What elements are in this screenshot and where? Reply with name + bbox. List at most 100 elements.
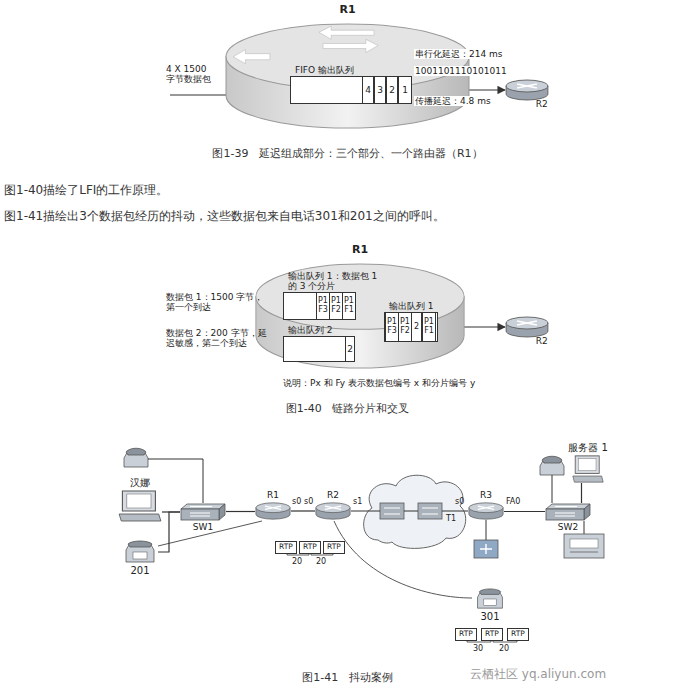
rtp-packet: RTP	[507, 628, 529, 641]
body-text: 图1-41描绘出3个数据包经历的抖动，这些数据包来自电话301和201之间的呼叫…	[4, 210, 445, 224]
pc-symbol	[572, 455, 604, 483]
queue-cell: 2	[386, 76, 398, 104]
rtp-packet: RTP	[481, 628, 503, 641]
cell-text: P1 F1	[343, 297, 355, 315]
queue-cell: P1 F2	[398, 312, 412, 342]
queue-cell: 4	[362, 76, 374, 104]
interface-label: s0	[455, 497, 464, 506]
connector	[291, 510, 315, 511]
router-icon: R2	[505, 316, 549, 338]
interface-label: FA0	[506, 497, 520, 506]
queue-box: 输出队列 22	[283, 336, 355, 362]
figure-caption: 图1-39 延迟组成部分：三个部分、一个路由器（R1）	[0, 148, 695, 161]
device-label: R2	[536, 336, 548, 346]
cell-text: 2	[389, 85, 395, 95]
packet-note: 数据包 2：200 字节，延迟敏感，第二个到达	[166, 328, 268, 349]
switch-icon: SW2	[545, 503, 591, 521]
router-symbol	[505, 316, 549, 338]
device-label: R2	[327, 490, 339, 500]
delay-note: 串行化延迟：214 ms	[414, 49, 504, 59]
cell-text: 2	[414, 323, 419, 332]
router-body: R1输出队列 1：数据包 1 的 3 个分片P1 F3P1 F2P1 F1输出队…	[255, 258, 465, 370]
delay-note: 传播延迟：4.8 ms	[414, 96, 492, 106]
phone-top-right	[540, 456, 564, 503]
input-note: 4 X 1500 字节数据包	[166, 64, 212, 85]
pc-icon: 服务器 1	[572, 455, 604, 483]
queue-box: 输出队列 1：数据包 1 的 3 个分片P1 F3P1 F2P1 F1	[283, 292, 355, 320]
router-symbol	[315, 502, 351, 520]
delay-value: 20	[316, 557, 326, 566]
queue-cell: 1	[398, 76, 412, 104]
watermark: 云栖社区 yq.aliyun.com	[470, 668, 606, 682]
device-label: R2	[536, 99, 548, 109]
call-path	[158, 521, 472, 598]
device-label: 301	[480, 611, 499, 622]
queue-cell: 2	[345, 336, 355, 362]
router-icon: R1	[255, 502, 291, 520]
phone-symbol	[122, 540, 158, 564]
legend-note: 说明：Px 和 Fy 表示数据包编号 x 和分片编号 y	[283, 378, 475, 388]
cell-text: P1 F3	[317, 297, 329, 315]
heading-label: R1	[339, 4, 355, 16]
device-label: 服务器 1	[568, 442, 608, 453]
heading-label: 输出队列 1	[389, 301, 434, 311]
cell-text: P1 F2	[399, 318, 411, 336]
delay-value: 20	[292, 557, 302, 566]
pc-symbol	[118, 490, 162, 522]
queue-cell: P1 F3	[316, 292, 330, 320]
heading-label: 输出队列 1：数据包 1 的 3 个分片	[288, 271, 380, 291]
switch-symbol	[545, 503, 591, 521]
cell-text: 3	[377, 85, 383, 95]
cell-text: RTP	[485, 630, 499, 638]
cell-text: RTP	[511, 630, 525, 638]
cell-text: RTP	[459, 630, 473, 638]
switch-symbol	[180, 503, 226, 521]
body-text: 图1-40描绘了LFI的工作原理。	[4, 184, 168, 198]
device-label: SW1	[193, 522, 213, 532]
rtp-packet: RTP	[455, 628, 477, 641]
cell-text: 4	[365, 85, 371, 95]
router-icon: R2	[505, 79, 549, 101]
cell-text: P1 F1	[423, 318, 435, 336]
voice-gateway	[474, 520, 498, 558]
phone-icon: 301	[474, 588, 506, 610]
packet-note: 数据包 1：1500 字节，第一个到达	[166, 292, 268, 313]
device-label: 汉娜	[130, 477, 150, 488]
phone-icon: 201	[122, 540, 158, 564]
router-icon: R2	[315, 502, 351, 520]
queue-cell: P1 F3	[385, 312, 399, 342]
cell-text: P1 F2	[330, 297, 342, 315]
rtp-packet: RTP	[299, 541, 321, 554]
device-label: R3	[480, 490, 492, 500]
delay-brackets	[287, 552, 517, 642]
frame-relay-cloud	[351, 475, 468, 548]
queue-cell: P1 F1	[342, 292, 356, 320]
queue-cell: 3	[374, 76, 386, 104]
interface-label: s0	[304, 497, 313, 506]
connector	[581, 483, 582, 503]
figure-caption: 图1-40 链路分片和交叉	[0, 403, 695, 416]
cell-text: 2	[347, 344, 353, 354]
cell-text: RTP	[303, 543, 317, 551]
cell-text: P1 F3	[386, 318, 398, 336]
router-symbol	[255, 502, 291, 520]
switch-icon: SW1	[180, 503, 226, 521]
queue-cell: P1 F1	[422, 312, 436, 342]
phone-symbol	[474, 588, 506, 610]
queue-box: FIFO 输出队列4321	[290, 76, 412, 104]
cell-text: RTP	[327, 543, 341, 551]
heading-label: R1	[352, 244, 368, 256]
heading-label: 输出队列 2	[288, 325, 333, 335]
cell-text: 1	[402, 85, 408, 95]
delay-value: 30	[473, 644, 483, 653]
router-symbol	[468, 502, 504, 520]
connector	[504, 511, 545, 512]
interface-label: T1	[446, 514, 456, 523]
connector	[158, 512, 180, 552]
queue-cell: 2	[411, 312, 422, 342]
device-label: 201	[130, 565, 149, 576]
interface-label: s0	[292, 497, 301, 506]
rtp-packet: RTP	[275, 541, 297, 554]
router-symbol	[505, 79, 549, 101]
